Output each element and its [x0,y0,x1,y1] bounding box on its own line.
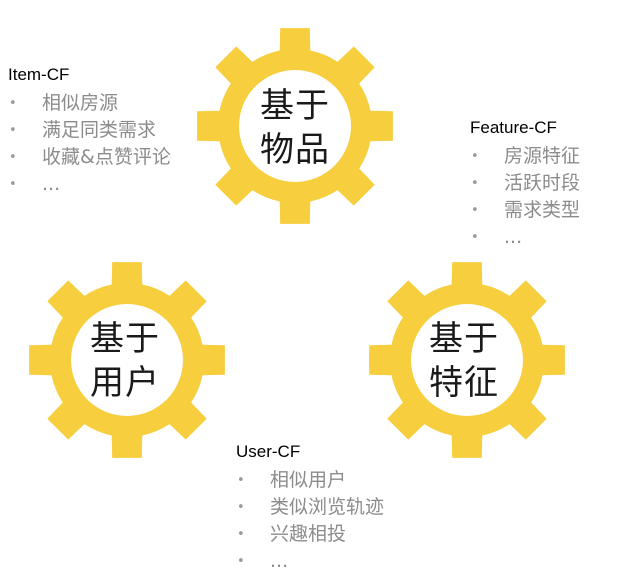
list-item-text: 房源特征 [504,145,581,167]
list-item-text: ... [42,173,61,195]
list-item-text: 活跃时段 [504,172,581,194]
gear-item-label: 基于 物品 [215,84,375,172]
list-item-text: ... [270,550,289,572]
gear-feature-label-line2: 特征 [429,363,499,403]
bullet-icon: • [9,123,17,138]
bullet-icon: • [237,473,245,488]
list-item: •... [470,224,580,251]
list-item-text: 收藏&点赞评论 [42,146,171,168]
list-item-text: 满足同类需求 [42,119,157,141]
gear-item-label-line2: 物品 [260,130,330,170]
feature-cf-title: Feature-CF [470,118,557,137]
gear-item-icon [197,28,393,224]
list-item: • 房源特征 [470,143,580,170]
bullet-icon: • [471,149,479,164]
gear-user-label: 基于 用户 [45,317,205,405]
item-cf-panel: Item-CF • 相似房源 • 满足同类需求 • 收藏&点赞评论 •... [8,64,171,198]
list-item-text: ... [504,226,523,248]
gear-body [197,28,393,224]
list-item: • 兴趣相投 [236,521,384,548]
list-item: • 收藏&点赞评论 [8,144,171,171]
gear-feature-icon [369,262,565,458]
bullet-icon: • [9,177,17,192]
gear-user-label-line2: 用户 [90,363,160,403]
bullet-icon: • [471,176,479,191]
gear-user-label-line1: 基于 [90,319,160,359]
list-item: •... [8,171,171,198]
list-item: • 相似用户 [236,467,384,494]
bullet-icon: • [471,230,479,245]
list-item: • 相似房源 [8,90,171,117]
feature-cf-list: • 房源特征 • 活跃时段 • 需求类型 •... [470,143,580,251]
gear-user-icon [29,262,225,458]
gear-body [369,262,565,458]
list-item: • 需求类型 [470,197,580,224]
list-item: • 类似浏览轨迹 [236,494,384,521]
gear-feature-label: 基于 特征 [384,317,544,405]
list-item-text: 相似用户 [270,469,347,491]
feature-cf-panel: Feature-CF • 房源特征 • 活跃时段 • 需求类型 •... [470,117,580,251]
bullet-icon: • [237,500,245,515]
user-cf-title: User-CF [236,442,301,461]
item-cf-list: • 相似房源 • 满足同类需求 • 收藏&点赞评论 •... [8,90,171,198]
gear-item-label-line1: 基于 [260,86,330,126]
bullet-icon: • [237,527,245,542]
gear-body [29,262,225,458]
list-item-text: 兴趣相投 [270,523,347,545]
list-item: •... [236,548,384,575]
list-item-text: 类似浏览轨迹 [270,496,385,518]
bullet-icon: • [9,96,17,111]
bullet-icon: • [471,203,479,218]
user-cf-panel: User-CF • 相似用户 • 类似浏览轨迹 • 兴趣相投 •... [236,441,384,575]
list-item: • 满足同类需求 [8,117,171,144]
bullet-icon: • [9,150,17,165]
list-item-text: 相似房源 [42,92,119,114]
item-cf-title: Item-CF [8,65,70,84]
user-cf-list: • 相似用户 • 类似浏览轨迹 • 兴趣相投 •... [236,467,384,575]
list-item: • 活跃时段 [470,170,580,197]
list-item-text: 需求类型 [504,199,581,221]
gear-feature-label-line1: 基于 [429,319,499,359]
bullet-icon: • [237,554,245,569]
